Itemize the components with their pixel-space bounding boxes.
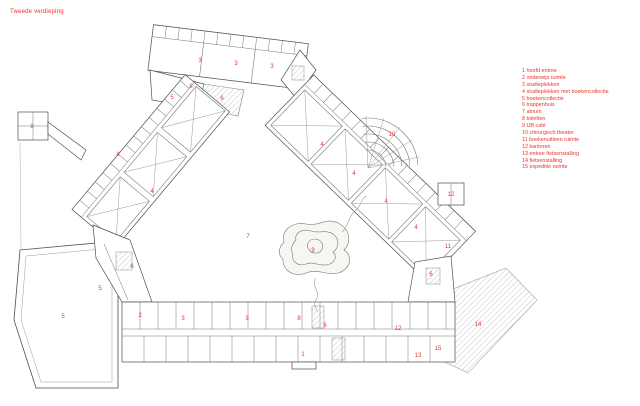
room-number-label: 13 [415, 353, 422, 359]
cafe-blob [279, 195, 367, 313]
stair-core [425, 267, 441, 285]
room-number-label: 3 [198, 58, 202, 64]
room-number-label: 4 [150, 189, 154, 195]
legend-item: 1 hoofd entree [522, 68, 557, 74]
stair-core [115, 251, 133, 271]
room-number-label: 4 [320, 142, 324, 148]
legend-item: 4 studieplekken met boekencollectie [522, 88, 609, 95]
legend-item: 15 expeditie ruimte [522, 164, 568, 171]
room-number-label: 4 [414, 225, 418, 231]
room-number-label: 15 [435, 346, 442, 352]
legend-item: 9 UB café [522, 123, 546, 130]
legend-item: 13 entree fietsenstalling [522, 150, 579, 157]
stair-core [331, 337, 346, 361]
room-number-label: 6 [220, 96, 224, 102]
legend-item: 14 fietsenstalling [522, 157, 563, 164]
left-wing [71, 74, 231, 248]
stair-core [291, 65, 305, 81]
legend-item: 7 atrium [522, 109, 542, 116]
left-annex-block [17, 111, 87, 161]
room-number-label: 4 [384, 199, 388, 205]
legend-item: 11 boekenuitleen ruimte [522, 136, 580, 143]
room-number-label: 3 [181, 316, 185, 322]
legend-item: 5 boekencollectie [522, 95, 564, 102]
surgical-theater-fan [360, 115, 420, 169]
office-annex-block [437, 182, 465, 206]
room-number-label: 11 [445, 244, 452, 250]
legend-item: 2 onderwijs ruimte [522, 74, 566, 81]
room-number-label: 1 [301, 352, 305, 358]
room-number-label: 6 [429, 272, 433, 278]
room-number-label: 4 [116, 152, 120, 158]
room-number-label: 7 [246, 234, 250, 240]
room-number-label: 14 [475, 322, 482, 328]
room-number-label: 8 [297, 316, 301, 322]
room-number-label: 8 [189, 84, 193, 90]
right-bottom-junction [407, 255, 456, 303]
room-number-label: 3 [234, 61, 238, 67]
room-number-label: 12 [448, 192, 455, 198]
room-number-label: 5 [170, 95, 174, 101]
stair-core [311, 305, 325, 329]
legend-item: 6 trappenhuis [522, 102, 555, 109]
route-line [314, 277, 318, 313]
right-wing [264, 74, 477, 283]
legend-item: 12 kantoren [522, 143, 551, 150]
room-number-label: 2 [138, 313, 142, 319]
room-number-label: 5 [98, 286, 102, 292]
room-number-label: 12 [395, 326, 402, 332]
route-line [341, 195, 367, 233]
legend-item: 3 studieplekken [522, 81, 560, 88]
legend-item: 8 toiletten [522, 116, 546, 123]
room-labels: 3 3 3 8 6 5 4 4 8 10 4 4 4 4 12 11 6 7 9 6 5 5 2 3 3 8 6 12 1 13 15 14 [30, 58, 482, 359]
room-number-label: 3 [270, 64, 274, 70]
room-number-label: 6 [130, 264, 134, 270]
room-number-label: 9 [311, 248, 315, 254]
plan-title: Tweede verdieping [10, 9, 64, 15]
legend-item: 10 chirurgisch theater [522, 130, 574, 137]
main-entrance-canopy [291, 361, 317, 370]
bottom-wing [121, 301, 456, 370]
room-number-label: 3 [245, 316, 249, 322]
room-number-label: 8 [30, 124, 34, 130]
room-number-label: 6 [323, 323, 327, 329]
room-number-label: 10 [389, 132, 396, 138]
room-number-label: 4 [352, 171, 356, 177]
room-number-label: 5 [61, 314, 65, 320]
